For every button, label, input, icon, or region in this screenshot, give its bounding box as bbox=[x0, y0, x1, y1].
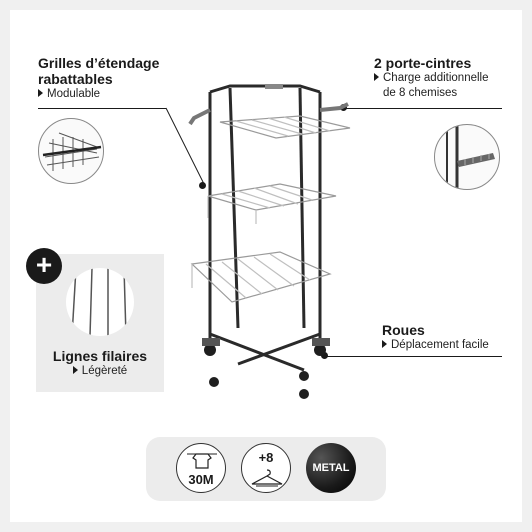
shelf-top bbox=[219, 115, 351, 139]
hanger-hook-icon bbox=[446, 125, 495, 189]
porte-cintres-sub-1: Charge additionnelle bbox=[374, 71, 489, 86]
lignes-title: Lignes filaires bbox=[52, 348, 148, 364]
length-badge: 30M bbox=[176, 443, 226, 493]
porte-cintres-title: 2 porte-cintres bbox=[374, 55, 472, 71]
metal-badge: METAL bbox=[306, 443, 356, 493]
length-text: 30M bbox=[188, 472, 214, 487]
roues-title: Roues bbox=[382, 322, 425, 338]
grilles-dot bbox=[199, 182, 206, 189]
porte-cintres-sub-1-text: Charge additionnelle bbox=[383, 72, 489, 84]
folding-grille-icon bbox=[42, 132, 102, 171]
roues-sub: Déplacement facile bbox=[382, 338, 489, 353]
grilles-title-1: Grilles d’étendage bbox=[38, 55, 160, 71]
roues-callout-line bbox=[324, 356, 502, 357]
grilles-label: Grilles d’étendage rabattables Modulable bbox=[38, 55, 159, 102]
bullet-icon bbox=[382, 340, 387, 348]
porte-cintres-sub-2: de 8 chemises bbox=[383, 87, 458, 99]
hanger-icon bbox=[251, 469, 283, 487]
grilles-detail-image bbox=[38, 118, 104, 184]
shirt-on-line-icon bbox=[187, 453, 217, 469]
roues-dot bbox=[321, 352, 328, 359]
bullet-icon bbox=[374, 73, 379, 81]
roues-label: Roues Déplacement facile bbox=[382, 322, 489, 353]
shelf-middle bbox=[207, 183, 337, 224]
hangers-text: +8 bbox=[258, 450, 274, 465]
porte-cintres-detail-image bbox=[434, 124, 500, 190]
lignes-sub-text: Légèreté bbox=[81, 365, 128, 377]
porte-cintres-label: 2 porte-cintres Charge additionnelle de … bbox=[374, 55, 489, 101]
wire-lines-icon bbox=[71, 268, 127, 336]
grilles-sub-text: Modulable bbox=[47, 88, 101, 100]
grilles-pointer bbox=[165, 107, 205, 185]
shelf-bottom bbox=[190, 251, 332, 303]
bullet-icon bbox=[72, 366, 78, 374]
grilles-sub: Modulable bbox=[38, 87, 159, 102]
grilles-callout-line bbox=[38, 108, 166, 109]
grilles-title-2: rabattables bbox=[38, 71, 113, 87]
drying-rack-image bbox=[188, 84, 351, 399]
porte-cintres-callout-line bbox=[334, 108, 502, 109]
roues-sub-text: Déplacement facile bbox=[391, 339, 489, 351]
lignes-label: Lignes filaires Légèreté bbox=[36, 348, 164, 379]
plus-icon: + bbox=[26, 248, 62, 284]
bullet-icon bbox=[38, 89, 43, 97]
lignes-detail-image bbox=[66, 268, 134, 336]
hangers-badge: +8 bbox=[241, 443, 291, 493]
lignes-sub: Légèreté bbox=[36, 364, 164, 379]
